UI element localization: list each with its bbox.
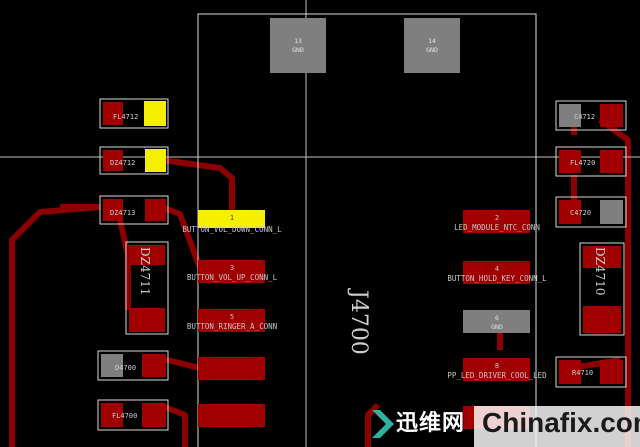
component-dz4712[interactable]: DZ4712 xyxy=(99,146,169,175)
pad-number: 13 xyxy=(294,37,302,45)
ref-label: DZ4711 xyxy=(138,247,152,296)
pad-13[interactable]: 13 GND xyxy=(270,18,326,73)
pad-net: GND xyxy=(426,46,438,54)
watermark-en: Chinafix.com xyxy=(482,407,640,438)
component-d4700[interactable]: D4700 xyxy=(97,350,169,381)
component-dz4711[interactable]: DZ4711 xyxy=(125,241,169,335)
pad-number: 1 xyxy=(230,214,234,222)
ref-label: C4720 xyxy=(570,209,591,217)
watermark-backdrop xyxy=(474,406,640,447)
watermark-logo-icon xyxy=(372,410,394,438)
pad-3[interactable]: 3 BUTTON_VOL_UP_CONN_L xyxy=(187,260,278,283)
ref-label: DZ4713 xyxy=(110,209,135,217)
pad-net: GND xyxy=(491,323,503,331)
pad-net-label: BUTTON_VOL_DOWN_CONN_L xyxy=(182,225,282,234)
pad-number: 5 xyxy=(230,313,234,321)
pad-number: 4 xyxy=(495,265,499,273)
ref-label: FL4720 xyxy=(570,159,595,167)
pad-number: 6 xyxy=(495,314,499,322)
ref-label: R4710 xyxy=(572,369,593,377)
pad-number: 3 xyxy=(230,264,234,272)
pad-5[interactable]: 5 BUTTON_RINGER_A_CONN xyxy=(187,309,277,332)
pad-8[interactable]: 8 PP_LED_DRIVER_COOL_LED xyxy=(447,358,547,381)
pad-number: 8 xyxy=(495,362,499,370)
component-dz4713[interactable]: DZ4713 xyxy=(99,195,169,225)
watermark-cn: 迅维网 xyxy=(396,411,466,436)
pad-number: 14 xyxy=(428,37,436,45)
ref-label: C4712 xyxy=(574,113,595,121)
ref-label: DZ4710 xyxy=(593,247,607,296)
ref-label: DZ4712 xyxy=(110,159,135,167)
component-fl4720[interactable]: FL4720 xyxy=(555,146,627,177)
pad-1[interactable]: 1 BUTTON_VOL_DOWN_CONN_L xyxy=(182,210,282,234)
pad-net-label: LED_MODULE_NTC_CONN xyxy=(454,223,540,232)
connector-outline[interactable] xyxy=(197,13,537,447)
component-c4712[interactable]: C4712 xyxy=(555,100,627,131)
component-c4720[interactable]: C4720 xyxy=(555,196,627,228)
connector-ref-label: J4700 xyxy=(346,288,371,355)
pad-net-label: BUTTON_RINGER_A_CONN xyxy=(187,322,277,331)
ref-label: D4700 xyxy=(115,364,136,372)
pad-net-label: PP_LED_DRIVER_COOL_LED xyxy=(447,371,547,380)
pad-2[interactable]: 2 LED_MODULE_NTC_CONN xyxy=(454,210,540,233)
watermark-separator: · xyxy=(452,423,457,438)
pad-net-label: BUTTON_VOL_UP_CONN_L xyxy=(187,273,278,282)
pad-net-label: BUTTON_HOLD_KEY_CONN_L xyxy=(447,274,547,283)
pad-net: GND xyxy=(292,46,304,54)
component-fl4700[interactable]: FL4700 xyxy=(97,399,169,431)
component-r4710[interactable]: R4710 xyxy=(555,356,627,388)
ref-label: FL4712 xyxy=(113,113,138,121)
pad-4[interactable]: 4 BUTTON_HOLD_KEY_CONN_L xyxy=(447,261,547,284)
pad-6[interactable]: 6 GND xyxy=(463,310,530,333)
pad-14[interactable]: 14 GND xyxy=(404,18,460,73)
component-fl4712[interactable]: FL4712 xyxy=(99,98,169,129)
pad-9[interactable] xyxy=(198,404,265,427)
ref-label: FL4700 xyxy=(112,412,137,420)
pad-number: 2 xyxy=(495,214,499,222)
component-dz4710[interactable]: DZ4710 xyxy=(579,242,625,336)
pad-7[interactable] xyxy=(198,357,265,380)
